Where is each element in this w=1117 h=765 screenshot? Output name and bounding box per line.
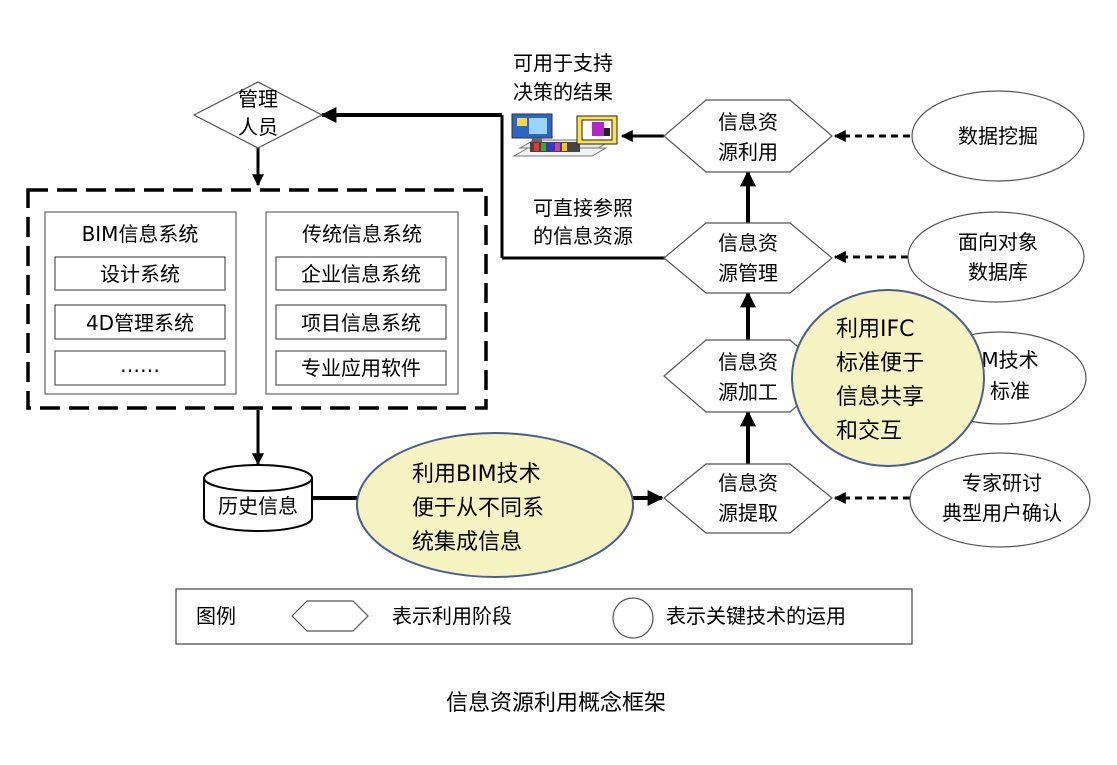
history-database-icon: 历史信息 [203,464,313,532]
legend-tech-label: 表示关键技术的运用 [666,604,846,628]
manager-node: 管理 人员 [192,81,324,149]
tech-expert-review: 专家研讨 典型用户确认 [909,452,1091,548]
bim-item-2: 4D管理系统 [86,311,194,335]
stage-extract-line2: 源提取 [718,501,778,525]
traditional-system-group: 传统信息系统 企业信息系统 项目信息系统 专业应用软件 [265,211,459,395]
stage-use: 信息资 源利用 [663,99,833,173]
tech-data-mining: 数据挖掘 [911,90,1085,182]
stage-process-line2: 源加工 [718,380,778,404]
stage-extract-line1: 信息资 [718,471,778,495]
callout-bim: 利用BIM技术 便于从不同系 统集成信息 [356,432,634,578]
tech-object-database-line2: 数据库 [968,260,1028,284]
tech-object-database: 面向对象 数据库 [907,211,1085,303]
tech-expert-review-line1: 专家研讨 [962,471,1042,495]
callout-ifc: 利用IFC 标准便于 信息共享 和交互 [791,289,985,467]
callout-ifc-line2: 标准便于 [836,351,924,376]
manager-line1: 管理 [238,87,278,111]
legend: 图例 表示利用阶段 表示关键技术的运用 [175,588,913,645]
stage-manage: 信息资 源管理 [663,222,833,294]
tech-data-mining-label: 数据挖掘 [958,124,1038,148]
callout-ifc-line1: 利用IFC [836,317,915,342]
traditional-item-3: 专业应用软件 [301,356,421,380]
manager-line2: 人员 [238,115,278,139]
callout-bim-line3: 统集成信息 [412,530,522,555]
report-chart-icon [511,113,618,157]
stage-use-line1: 信息资 [718,110,778,134]
legend-title: 图例 [196,604,236,628]
bim-system-group: BIM信息系统 设计系统 4D管理系统 …… [44,211,237,395]
history-label: 历史信息 [218,494,298,518]
tech-bim-standard-line1: M技术 [981,348,1038,372]
callout-bim-line2: 便于从不同系 [412,496,544,521]
legend-circle-icon [612,597,654,639]
bim-item-1: 设计系统 [100,262,180,286]
legend-hexagon-icon [291,600,369,632]
bim-item-3: …… [120,353,160,377]
stage-extract: 信息资 源提取 [663,463,833,534]
traditional-item-2: 项目信息系统 [301,311,421,335]
stage-manage-line1: 信息资 [718,231,778,255]
traditional-system-title: 传统信息系统 [302,222,422,246]
tech-object-database-line1: 面向对象 [958,230,1038,254]
figure-caption: 信息资源利用概念框架 [446,691,666,716]
callout-bim-line1: 利用BIM技术 [412,462,541,487]
bim-system-title: BIM信息系统 [82,222,199,246]
stage-process-line1: 信息资 [718,350,778,374]
tech-bim-standard-line2: 标准 [990,379,1030,403]
decision-results-line1: 可用于支持 [513,51,613,75]
stage-use-line2: 源利用 [718,140,778,164]
callout-ifc-line4: 和交互 [836,419,902,444]
legend-stage-label: 表示利用阶段 [392,604,512,628]
decision-results-line2: 决策的结果 [513,80,613,104]
direct-reference-line2: 的信息资源 [533,224,633,248]
stage-process: 信息资 源加工 [663,339,833,413]
direct-reference-line1: 可直接参照 [533,196,633,220]
callout-ifc-line3: 信息共享 [836,385,924,410]
tech-expert-review-line2: 典型用户确认 [942,501,1062,525]
traditional-item-1: 企业信息系统 [301,262,421,286]
stage-manage-line2: 源管理 [718,261,778,285]
